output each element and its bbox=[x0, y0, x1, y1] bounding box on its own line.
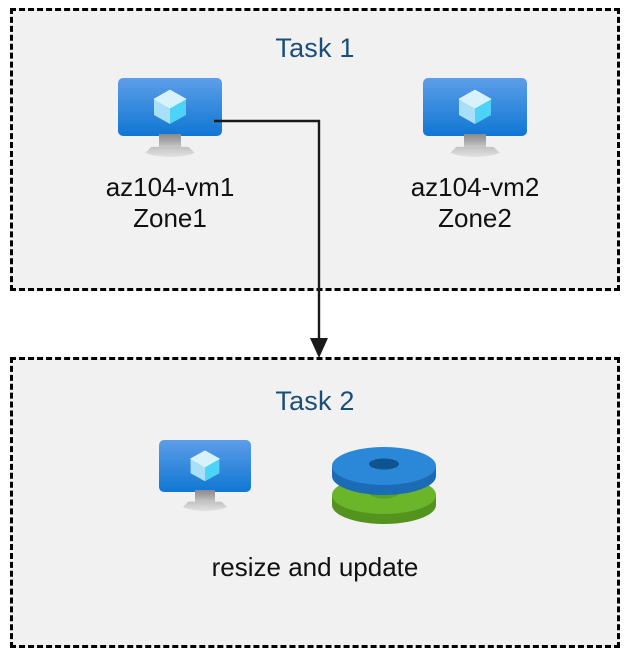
virtual-machine-icon bbox=[423, 78, 527, 160]
monitor-neck bbox=[464, 134, 486, 147]
task-1-title: Task 1 bbox=[275, 33, 355, 63]
task-2-caption: resize and update bbox=[211, 552, 419, 582]
virtual-machine-icon bbox=[159, 440, 251, 514]
arrowhead-icon bbox=[310, 338, 328, 358]
cube-icon bbox=[153, 89, 187, 124]
vm-label: az104-vm1 Zone1 bbox=[105, 172, 235, 233]
task-2-container: Task 2 bbox=[10, 357, 620, 648]
cube-icon bbox=[458, 89, 492, 124]
blue-disk-icon bbox=[332, 447, 436, 495]
monitor-stand bbox=[141, 146, 199, 157]
monitor-neck bbox=[195, 490, 215, 502]
vm-node-az104-vm1[interactable]: az104-vm1 Zone1 bbox=[75, 78, 265, 234]
disks-icon[interactable] bbox=[330, 443, 438, 528]
vm-node-az104-vm2[interactable]: az104-vm2 Zone2 bbox=[380, 78, 570, 234]
monitor-stand bbox=[446, 146, 504, 157]
cube-icon bbox=[190, 450, 220, 482]
vm-node-task2[interactable] bbox=[150, 440, 260, 514]
task-2-title: Task 2 bbox=[275, 386, 355, 416]
monitor-neck bbox=[159, 134, 181, 147]
monitor-stand bbox=[179, 501, 231, 511]
vm-label: az104-vm2 Zone2 bbox=[410, 172, 540, 233]
virtual-machine-icon bbox=[118, 78, 222, 160]
